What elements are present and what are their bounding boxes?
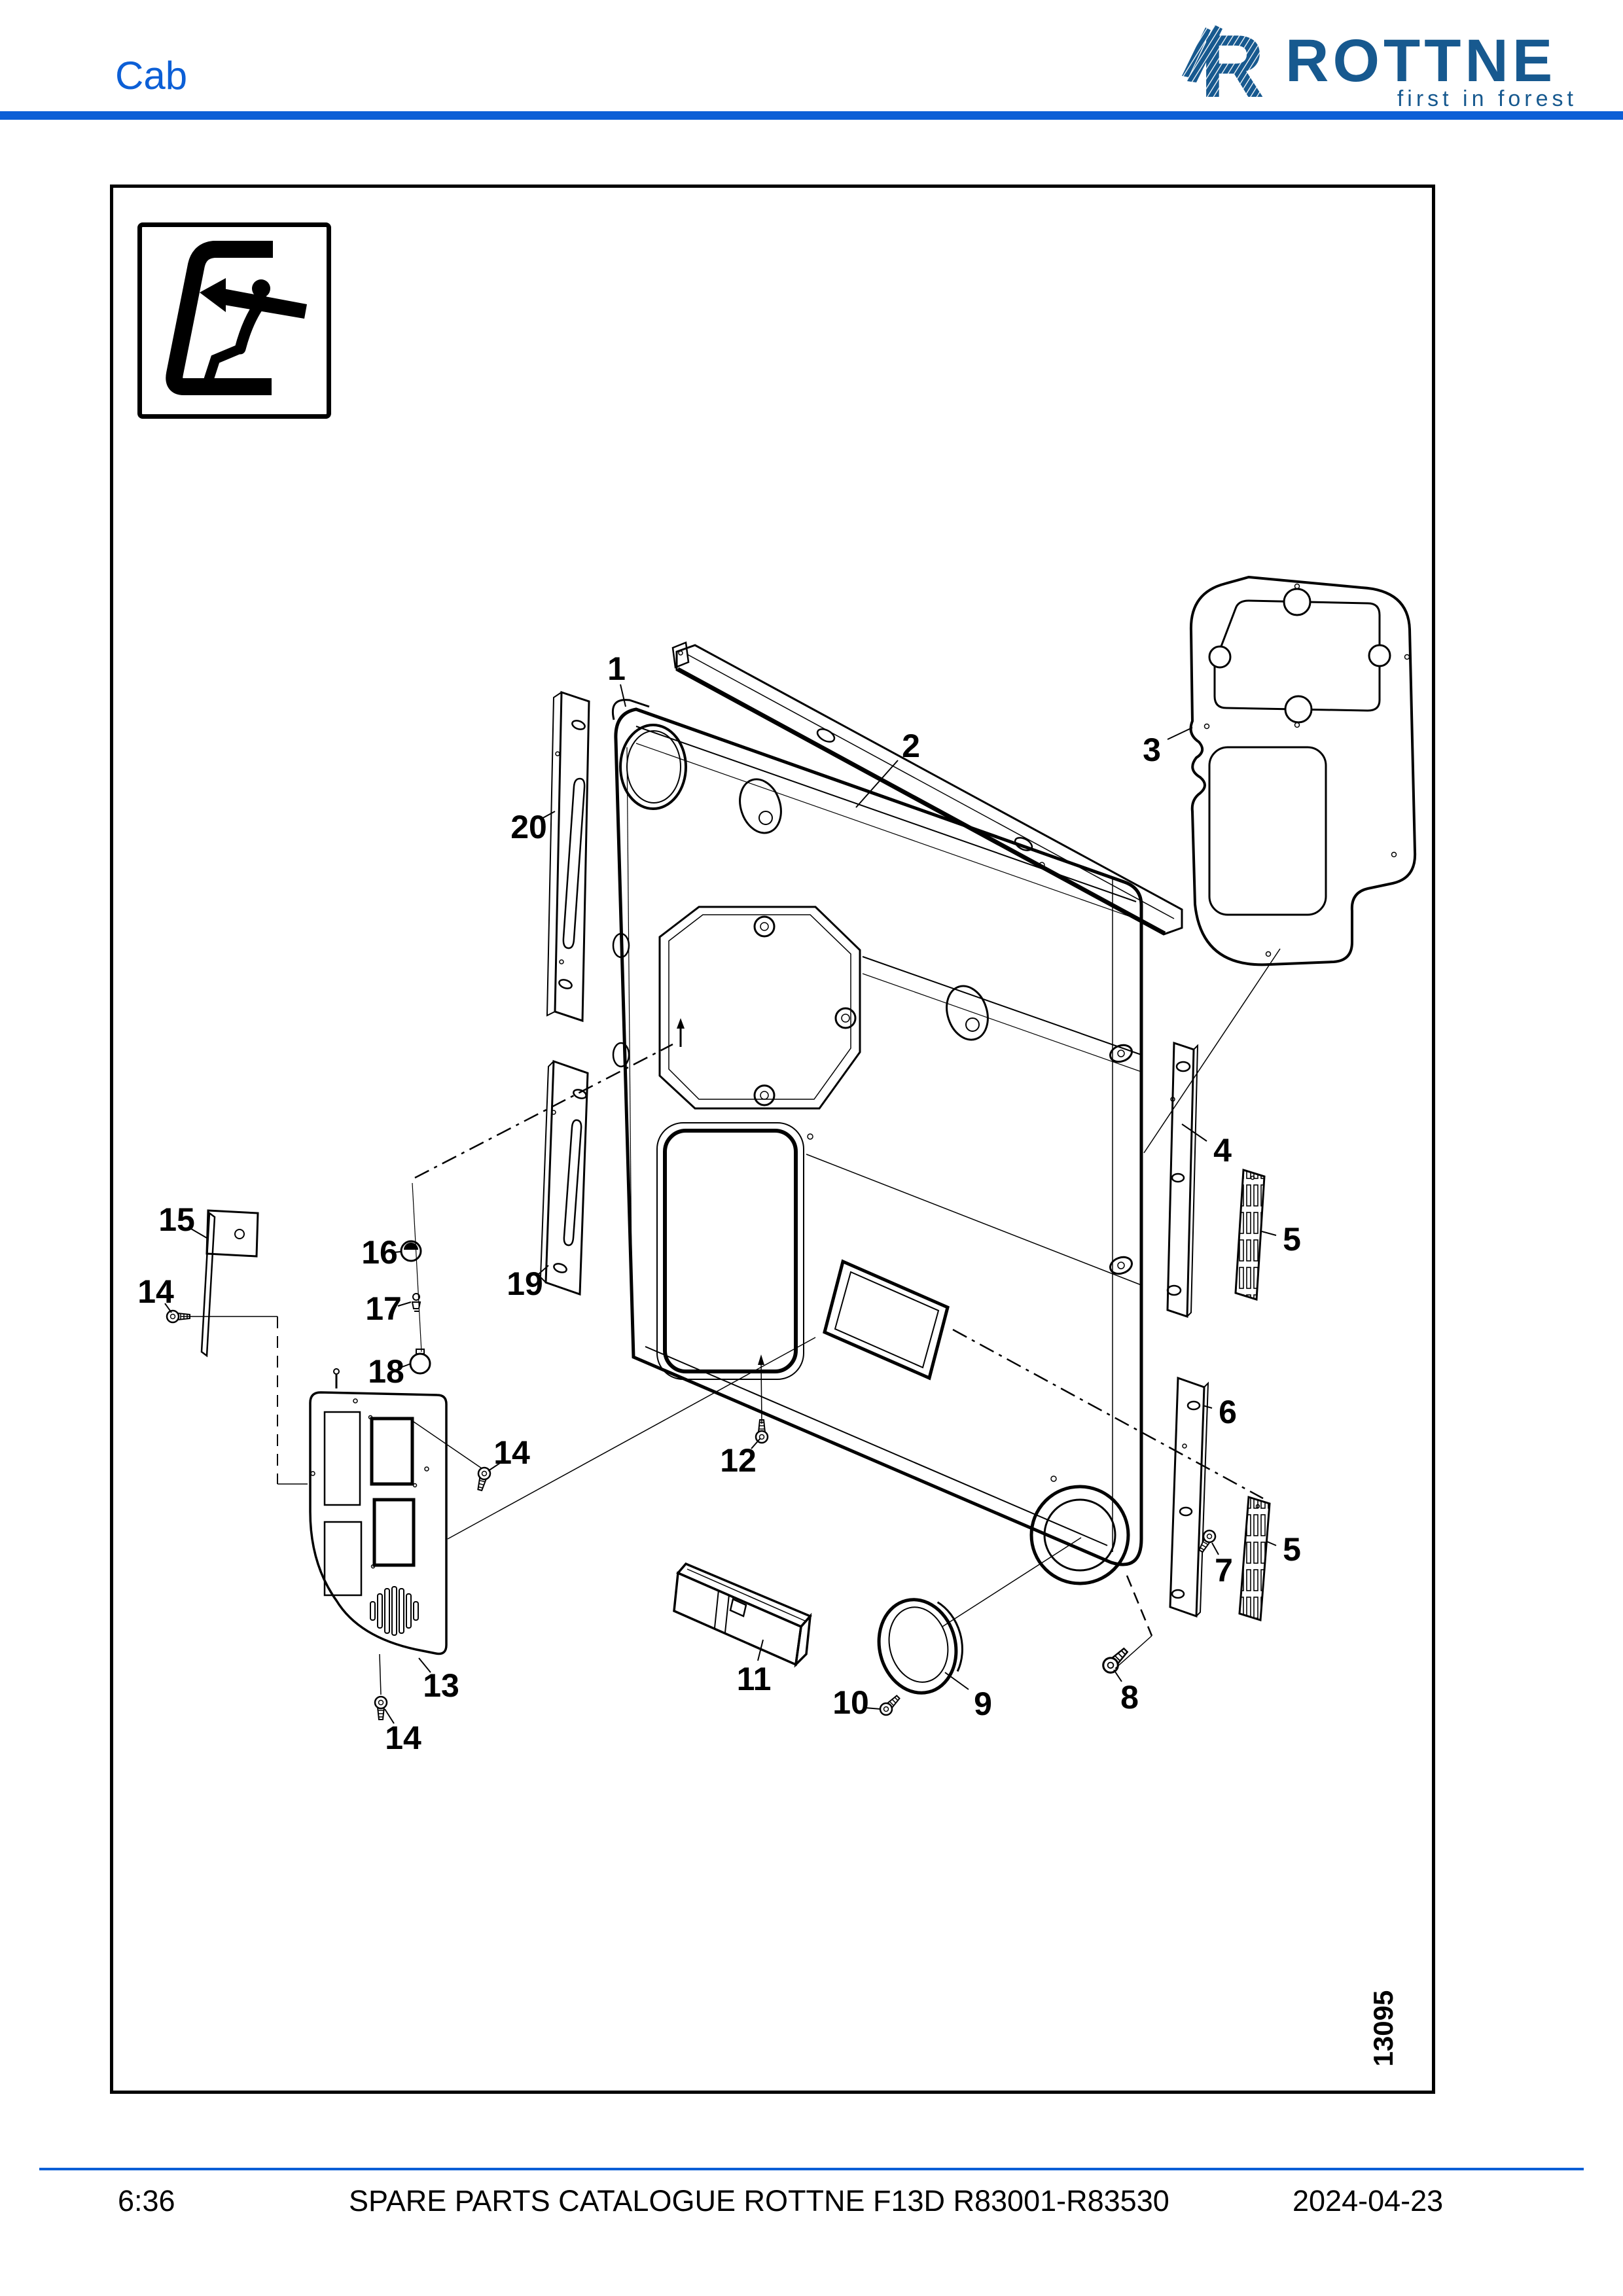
callout-label-18: 18 [368,1353,404,1390]
callout-label-5: 5 [1283,1221,1301,1258]
callout-label-6: 6 [1219,1394,1237,1430]
vent-grille-part5-upper [1234,1168,1266,1301]
speaker-panel-part13 [309,1368,448,1655]
callout-label-11: 11 [737,1661,772,1697]
callout-label-14: 14 [137,1273,174,1310]
callout-leader-14 [384,1708,395,1724]
callout-leader-15 [190,1228,207,1239]
logo-tagline: first in forest [1397,86,1577,111]
callout-leader-18 [400,1363,412,1368]
callout-leader-8 [1113,1669,1122,1682]
footer-date: 2024-04-23 [1293,2184,1444,2217]
callout-leader-17 [397,1301,412,1307]
corner-clip-part1 [612,699,650,720]
callout-label-3: 3 [1143,732,1161,768]
callout-leader-2 [855,760,899,808]
callout-leader-6 [1202,1405,1213,1409]
page-title: Cab [115,54,188,97]
callout-label-1: 1 [607,650,626,687]
strip-part19 [539,1059,589,1296]
footer-page-ref: 6:36 [118,2184,175,2217]
logo-wordmark: ROTTNE [1285,27,1556,94]
callout-label-15: 15 [158,1201,195,1238]
door-crush-warning-art [166,241,307,395]
callout-label-10: 10 [832,1684,869,1721]
vent-grille-part5-lower [1238,1496,1271,1621]
callout-leader-12 [751,1438,761,1449]
figure-number: 13095 [1368,1990,1399,2067]
callout-label-13: 13 [423,1667,459,1704]
armrest-shelf-part11 [673,1562,812,1668]
door-crush-warning-icon [137,222,331,419]
callout-label-12: 12 [720,1442,757,1479]
callout-leader-14 [164,1303,172,1313]
callout-leader-7 [1211,1542,1219,1555]
callout-leader-13 [418,1657,431,1673]
callout-label-14: 14 [493,1434,530,1471]
callout-leader-4 [1181,1123,1207,1142]
callout-leader-3 [1167,727,1193,740]
fastener-stack-parts16-18 [400,1182,431,1375]
callout-leader-9 [944,1672,969,1690]
callout-leader-11 [757,1639,764,1661]
screw-part8 [1099,1644,1132,1677]
callout-label-19: 19 [507,1265,543,1302]
callout-leader-19 [537,1265,549,1275]
figure-frame [110,185,1435,2094]
footer-divider-line [39,2168,1584,2170]
gasket-part3 [1189,575,1417,966]
callout-leader-5 [1261,1231,1277,1236]
callout-leader-5 [1266,1541,1277,1546]
callout-label-9: 9 [974,1686,992,1722]
callout-label-8: 8 [1120,1679,1139,1716]
door-trim-panel [612,699,1143,1585]
callout-label-17: 17 [365,1290,402,1327]
callout-label-5: 5 [1283,1531,1301,1568]
screw-part14-lower [374,1695,388,1721]
top-rail-strip-part2 [671,641,1183,936]
speaker-part9 [877,1598,963,1695]
callout-leader-1 [620,684,626,707]
strip-part6 [1169,1376,1209,1618]
panel-speaker-grille [370,1586,419,1636]
callout-leader-10 [865,1707,882,1710]
callout-label-14: 14 [385,1720,421,1756]
callout-leader-14 [488,1462,501,1472]
screw-part10 [877,1692,903,1718]
rottne-emblem-r-icon: R [1182,16,1264,111]
assembly-lines [181,948,1281,1695]
svg-text:R: R [1200,16,1264,111]
callout-leader-20 [540,811,556,820]
rottne-logo: R ROTTNE first in forest [1182,16,1577,111]
callout-label-2: 2 [902,728,920,764]
callout-label-16: 16 [361,1234,398,1271]
callout-label-7: 7 [1215,1552,1233,1589]
callout-label-20: 20 [510,809,547,845]
callout-label-4: 4 [1213,1132,1232,1169]
strip-part20 [546,690,590,1023]
header-divider-bar [0,111,1623,120]
footer-catalogue-title: SPARE PARTS CATALOGUE ROTTNE F13D R83001… [349,2184,1169,2217]
bracket-part15 [200,1209,259,1358]
strip-part4 [1166,1041,1199,1318]
